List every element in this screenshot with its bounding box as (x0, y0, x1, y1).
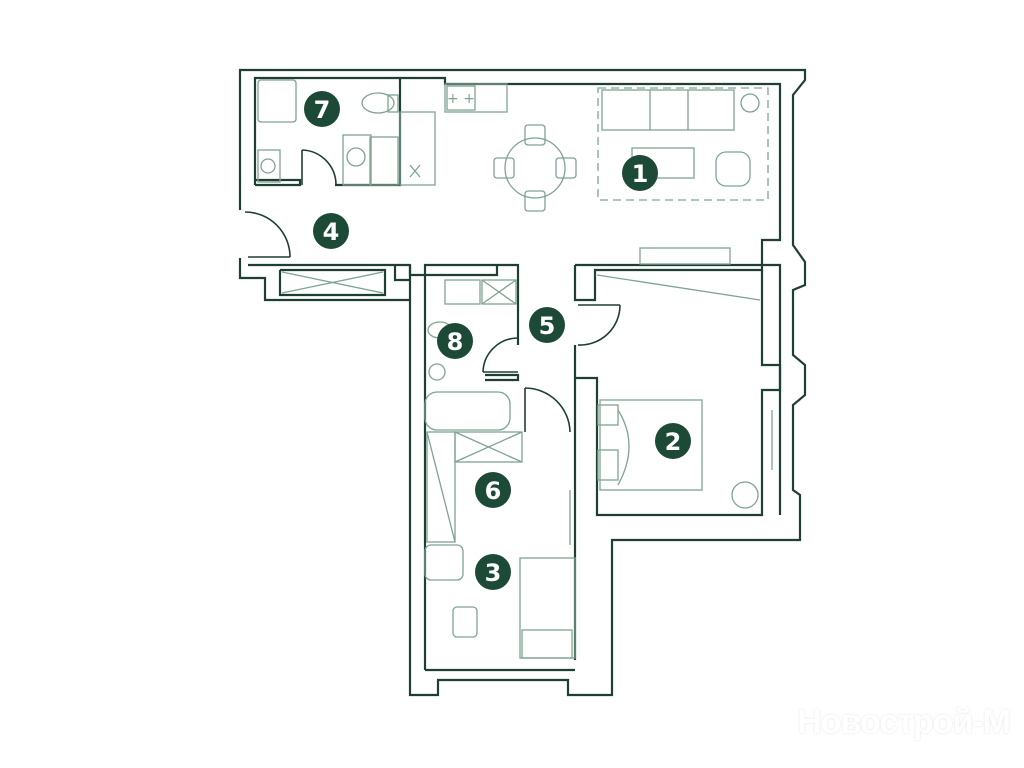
sink (342, 134, 372, 186)
washing-machine (257, 149, 281, 183)
armchair (715, 151, 751, 187)
room-marker-7: 7 (304, 91, 340, 127)
doors (244, 149, 621, 433)
exterior-walls (238, 68, 807, 697)
furniture: + + (257, 79, 773, 659)
plant (731, 481, 759, 509)
room-label: 8 (447, 328, 464, 356)
sofa (601, 89, 735, 131)
room-marker-1: 1 (622, 155, 658, 191)
room-label: 6 (485, 477, 502, 505)
room-marker-3: 3 (475, 554, 511, 590)
room-label: 4 (323, 218, 340, 246)
kitchen-counter (444, 83, 508, 113)
room-marker-2: 2 (655, 423, 691, 459)
room-marker-8: 8 (437, 323, 473, 359)
lamp (740, 93, 760, 113)
room-label: 1 (632, 160, 649, 188)
bathtub (424, 391, 511, 431)
room-marker-5: 5 (529, 307, 565, 343)
room-label: 7 (314, 96, 331, 124)
svg-text:+ +: + + (447, 91, 475, 107)
watermark: Новострой-М (797, 703, 1011, 741)
rug (597, 87, 769, 201)
stove (446, 85, 476, 111)
room-label: 2 (665, 428, 682, 456)
shower-tray (257, 79, 297, 123)
tv-stand (639, 247, 731, 265)
room-label: 3 (485, 559, 502, 587)
bed (599, 399, 703, 491)
room-marker-6: 6 (475, 472, 511, 508)
toilet (361, 92, 395, 114)
room-label: 5 (539, 312, 556, 340)
dining-table (504, 137, 566, 199)
cabinet (369, 136, 399, 186)
room-marker-4: 4 (313, 213, 349, 249)
